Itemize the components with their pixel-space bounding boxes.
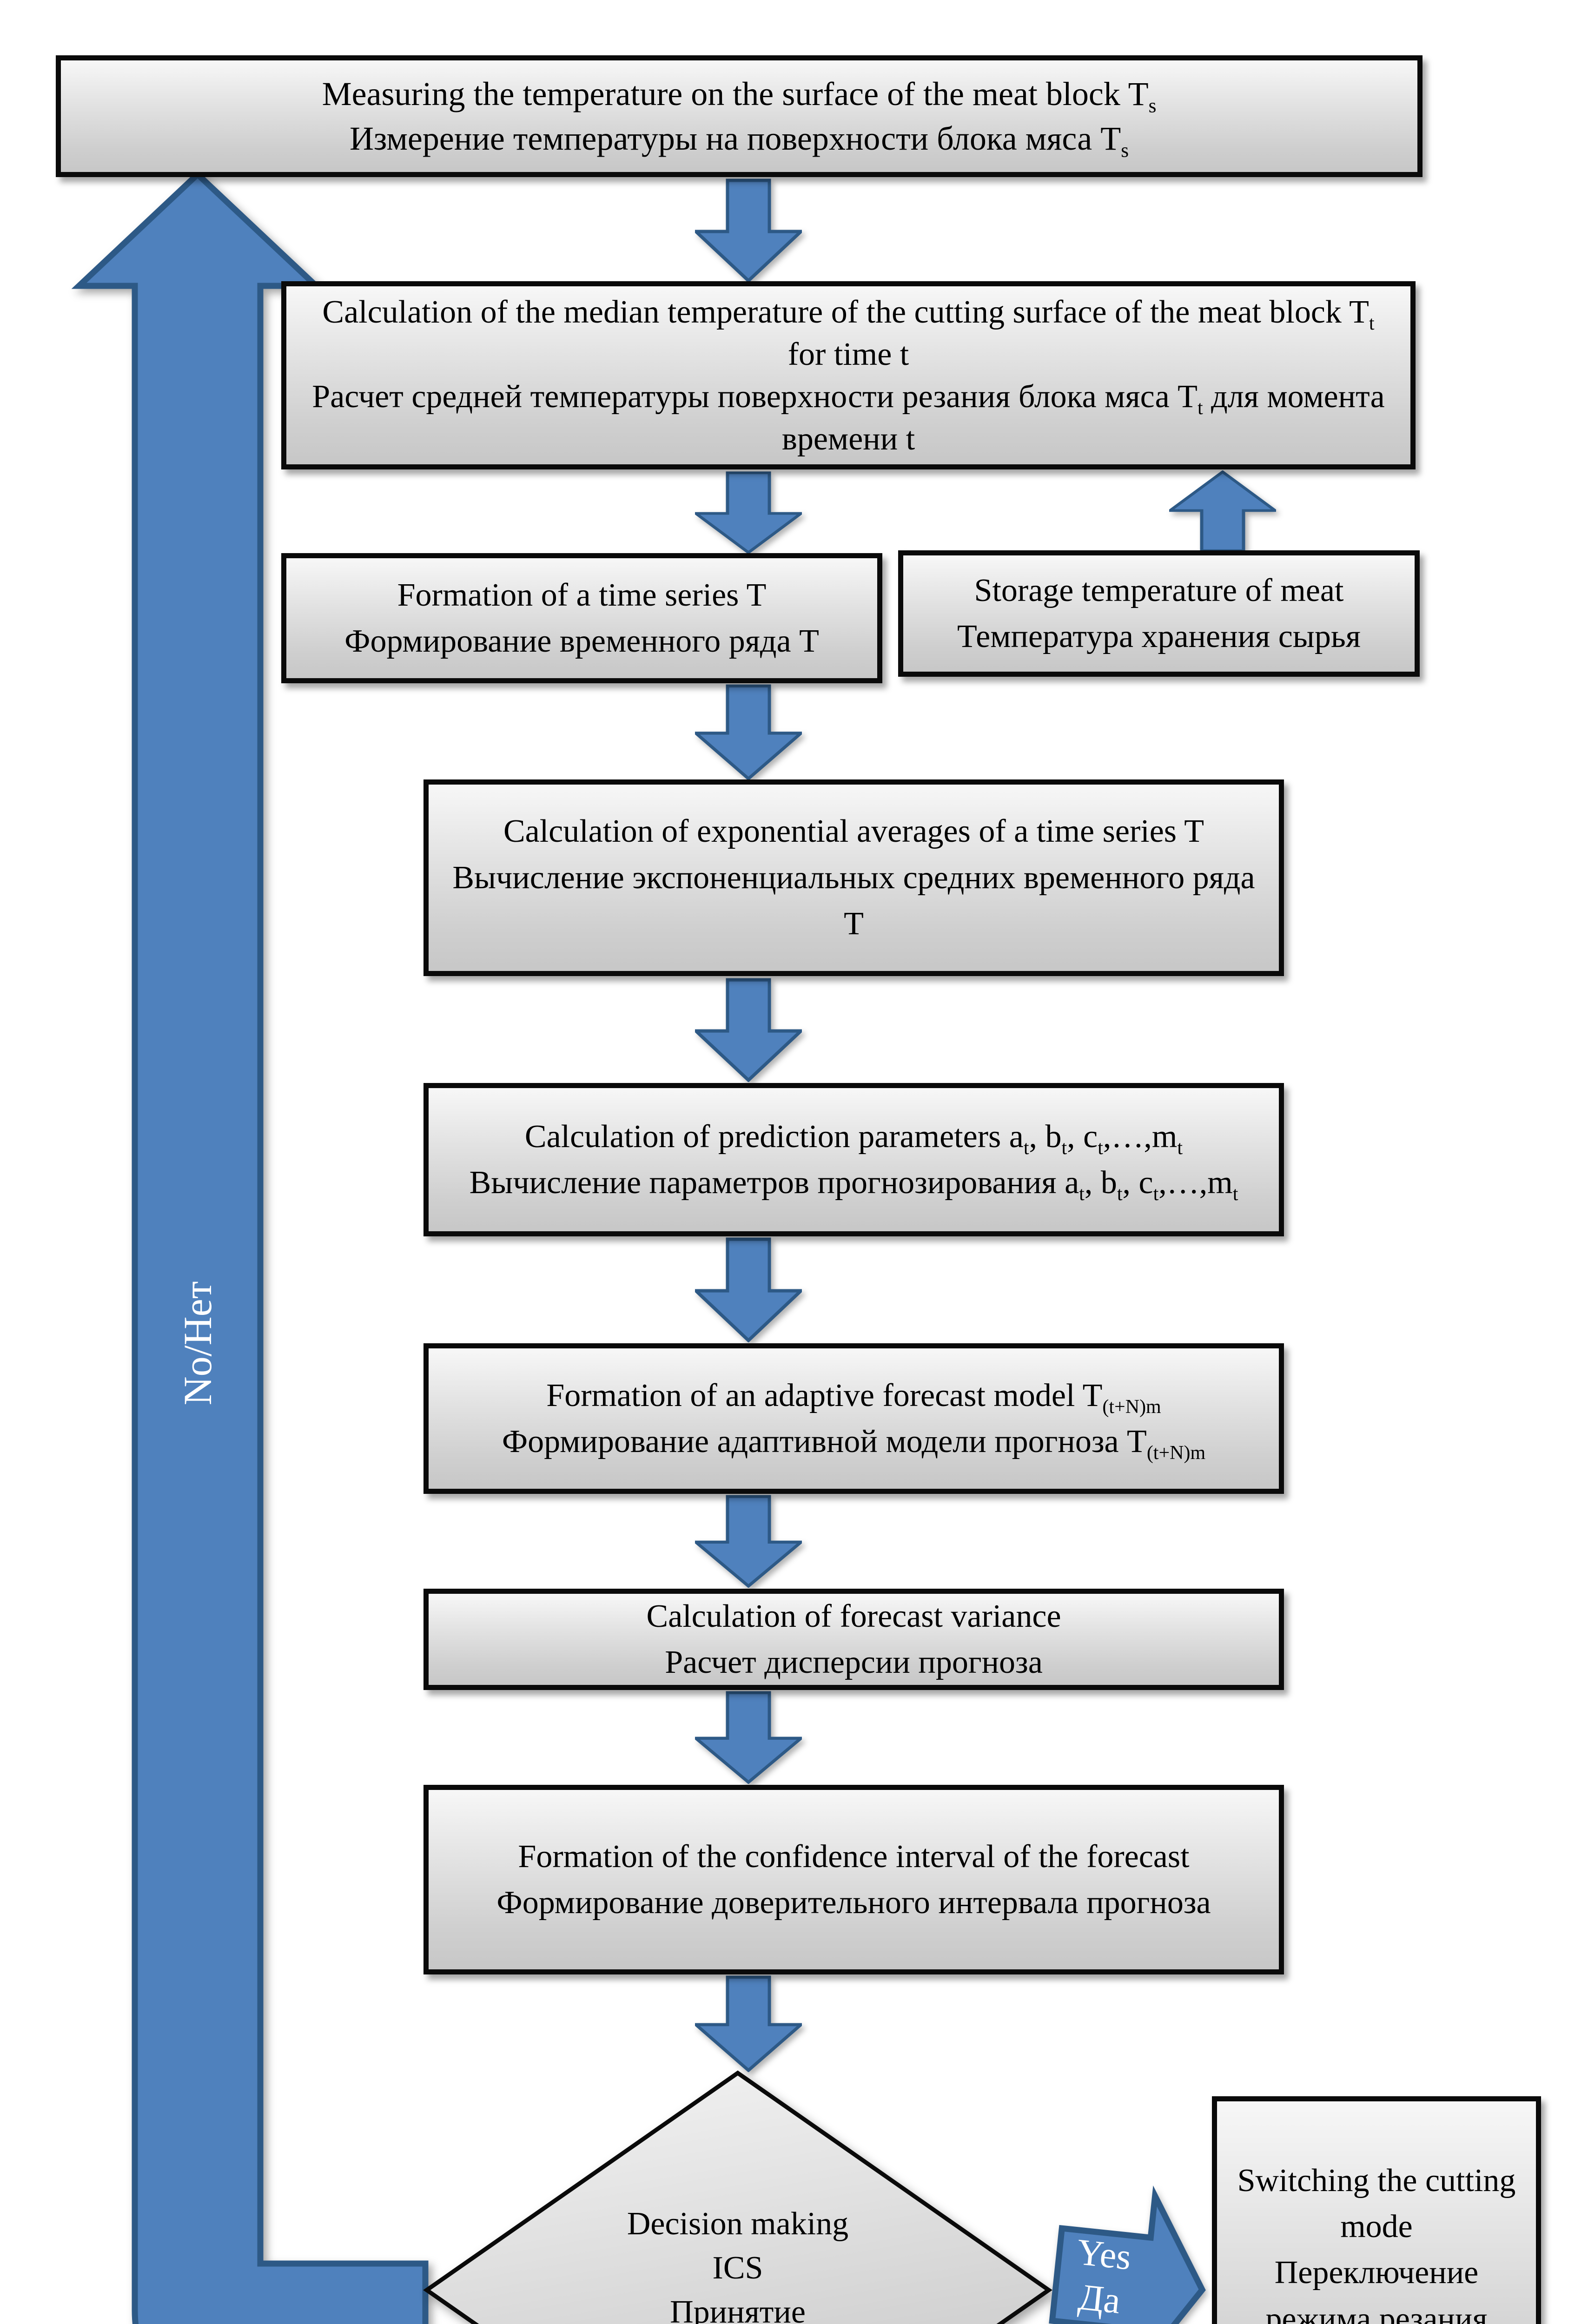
arrow-down-3-icon: [695, 684, 802, 780]
box-variance-text-ru: Расчет дисперсии прогноза: [665, 1644, 1043, 1680]
arrow-down-5-icon: [695, 1237, 802, 1342]
box-switching-text-en: Switching the cutting mode: [1237, 2162, 1516, 2245]
box-confidence-interval: Formation of the confidence interval of …: [423, 1785, 1284, 1974]
box-switching-mode: Switching the cutting mode Переключение …: [1212, 2096, 1541, 2324]
box-exp-avg-text-en: Calculation of exponential averages of a…: [503, 813, 1204, 850]
box-storage-text-ru: Температура хранения сырья: [957, 619, 1361, 654]
box-median-temperature: Calculation of the median temperature of…: [281, 281, 1416, 469]
yes-arrow: Yes Да: [1043, 2175, 1216, 2324]
box-measure-temperature: Measuring the temperature on the surface…: [56, 55, 1423, 177]
arrow-down-7-icon: [695, 1691, 802, 1784]
decision-diamond-text: Decision making ICS Принятие решения ИСУ: [575, 2202, 900, 2324]
box-median-text-en: Calculation of the median temperature of…: [322, 294, 1375, 372]
arrow-down-8-icon: [695, 1975, 802, 2072]
arrow-down-2-icon: [695, 471, 802, 554]
box-adaptive-text-ru: Формирование адаптивной модели прогноза …: [502, 1424, 1206, 1464]
decision-line-3: Принятие: [670, 2294, 806, 2324]
box-time-series-text-ru: Формирование временного ряда Т: [344, 623, 819, 659]
arrow-down-6-icon: [695, 1495, 802, 1588]
box-median-text-ru: Расчет средней температуры поверхности р…: [312, 378, 1385, 457]
yes-arrow-icon: [1049, 2185, 1206, 2324]
box-exp-avg-text-ru: Вычисление экспоненциальных средних врем…: [452, 859, 1255, 942]
decision-line-1: Decision making: [627, 2206, 849, 2242]
box-storage-temperature: Storage temperature of meat Температура …: [898, 550, 1420, 677]
box-confidence-text-ru: Формирование доверительного интервала пр…: [496, 1885, 1211, 1921]
box-confidence-text-en: Formation of the confidence interval of …: [518, 1838, 1190, 1875]
box-exponential-averages: Calculation of exponential averages of a…: [423, 779, 1284, 976]
arrow-up-storage-icon: [1169, 470, 1276, 552]
box-time-series-text-en: Formation of a time series T: [397, 577, 767, 613]
box-switching-text-ru: Переключение режима резания сырья: [1265, 2255, 1488, 2324]
no-return-arrow-icon: [71, 170, 429, 2324]
label-no: No/Нет: [175, 1281, 220, 1406]
arrow-down-1-icon: [695, 178, 802, 283]
box-forecast-variance: Calculation of forecast variance Расчет …: [423, 1589, 1284, 1690]
decision-diamond: [423, 2070, 1052, 2324]
arrow-down-4-icon: [695, 978, 802, 1082]
box-adaptive-text-en: Formation of an adaptive forecast model …: [546, 1377, 1161, 1418]
box-prediction-text-ru: Вычисление параметров прогнозирования at…: [469, 1165, 1238, 1205]
box-time-series: Formation of a time series T Формировани…: [281, 553, 882, 683]
decision-line-2: ICS: [712, 2250, 763, 2286]
box-prediction-text-en: Calculation of prediction parameters at,…: [524, 1118, 1183, 1159]
box-measure-text-ru: Измерение температуры на поверхности бло…: [349, 120, 1129, 162]
box-adaptive-model: Formation of an adaptive forecast model …: [423, 1343, 1284, 1494]
box-measure-text-en: Measuring the temperature on the surface…: [322, 75, 1157, 117]
box-storage-text-en: Storage temperature of meat: [974, 572, 1344, 608]
box-variance-text-en: Calculation of forecast variance: [646, 1598, 1061, 1634]
box-prediction-parameters: Calculation of prediction parameters at,…: [423, 1083, 1284, 1236]
